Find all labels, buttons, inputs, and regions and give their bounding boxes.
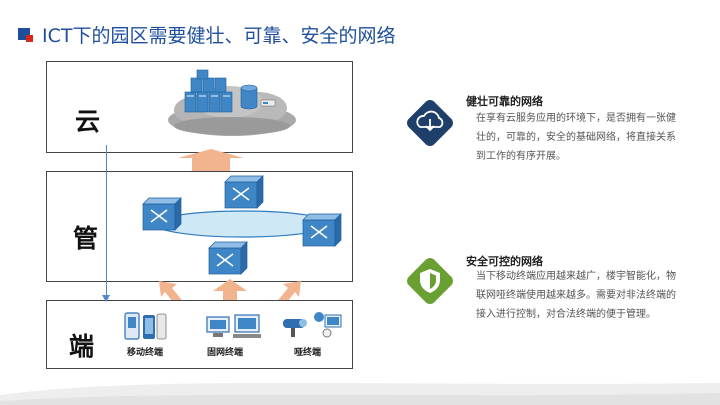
title-bullet-icon bbox=[18, 25, 36, 43]
shield-icon bbox=[407, 258, 453, 304]
slide-title-row: ICT下的园区需要健壮、可靠、安全的网络 bbox=[18, 20, 395, 48]
cloud-layer-label: 云 bbox=[75, 107, 101, 136]
feature-title-secure: 安全可控的网络 bbox=[466, 255, 543, 268]
slide-title: ICT下的园区需要健壮、可靠、安全的网络 bbox=[42, 24, 396, 47]
mobile-terminal-icon bbox=[124, 312, 167, 340]
pipe-layer-label: 管 bbox=[73, 224, 99, 253]
core-network-diagram bbox=[142, 175, 342, 275]
end-layer-label: 端 bbox=[69, 332, 95, 361]
cloud-layer-panel: 云 bbox=[46, 61, 353, 153]
feature-title-robust: 健壮可靠的网络 bbox=[466, 95, 543, 108]
uplink-arrow bbox=[178, 149, 244, 171]
cloud-to-end-connector bbox=[106, 145, 107, 297]
pipe-layer-panel: 管 bbox=[46, 171, 353, 282]
router-icon bbox=[142, 175, 342, 275]
decorative-wave bbox=[0, 383, 720, 405]
end-layer-panel: 端 移动终端 固网终端 哑终端 bbox=[46, 300, 353, 369]
fixed-terminal-icon bbox=[206, 314, 261, 338]
device-label-dumb: 哑终端 bbox=[294, 348, 322, 358]
cloud-download-icon bbox=[407, 100, 453, 146]
feature-body-secure: 当下移动终端应用越来越广，楼宇智能化，物联网哑终端使用越来越多。需要对非法终端的… bbox=[476, 271, 676, 320]
cloud-datacenter-icon bbox=[168, 69, 296, 136]
dumb-terminal-icon bbox=[283, 312, 342, 338]
feature-body-robust: 在享有云服务应用的环境下，是否拥有一张健壮的，可靠的，安全的基础网络，将直接关系… bbox=[476, 113, 676, 162]
device-label-mobile: 移动终端 bbox=[127, 348, 164, 358]
device-label-fixed: 固网终端 bbox=[207, 348, 244, 358]
connector-arrowhead bbox=[102, 295, 110, 302]
